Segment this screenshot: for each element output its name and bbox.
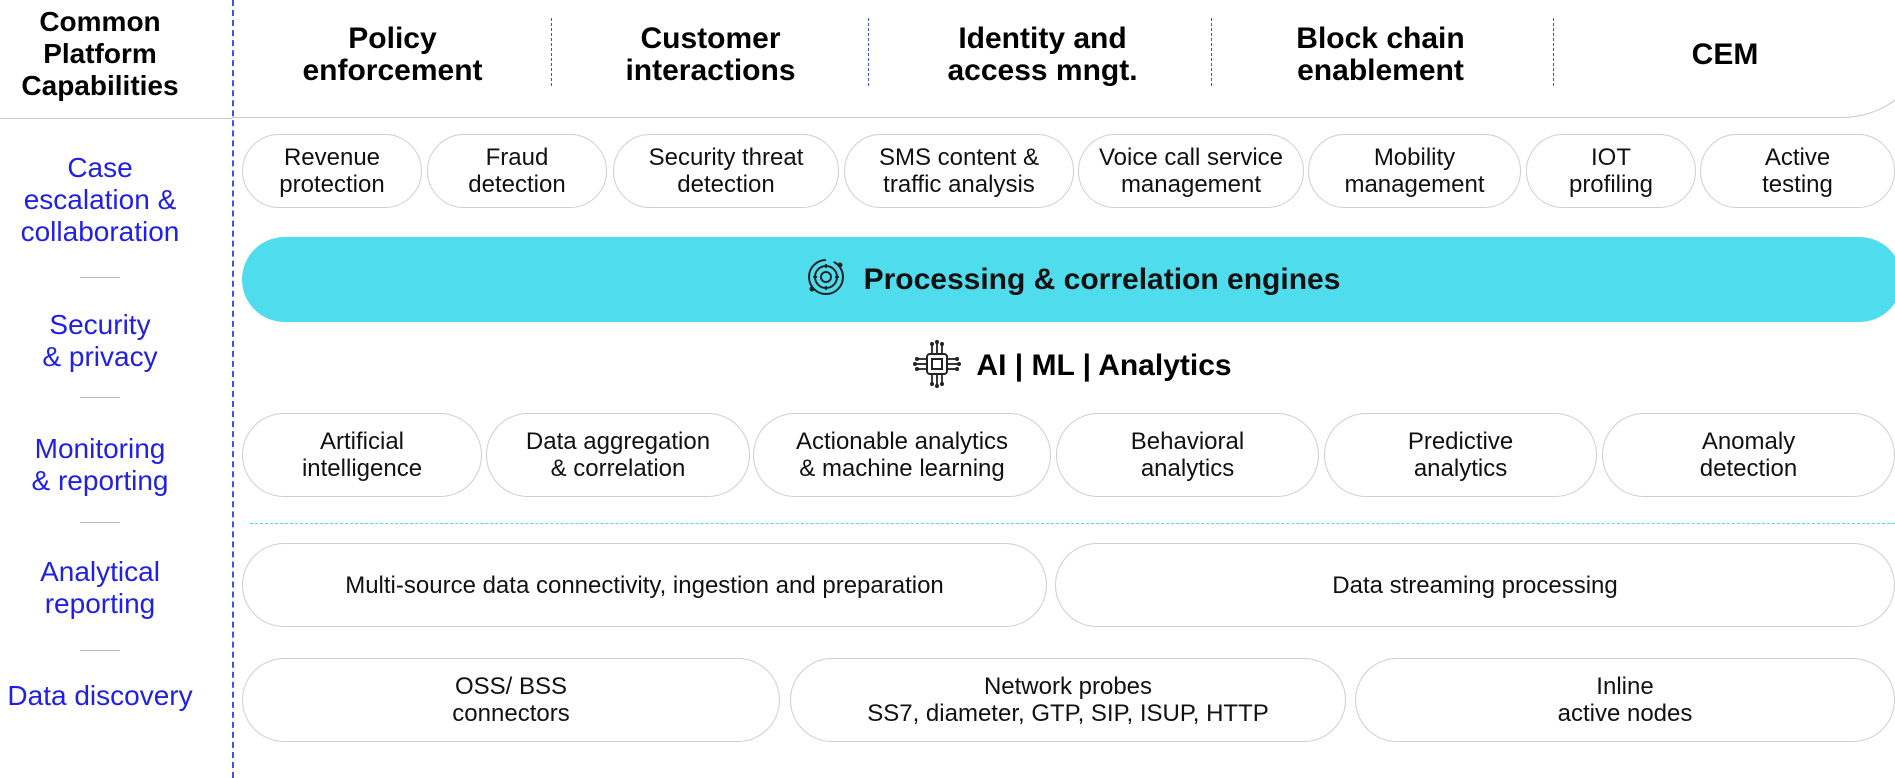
analytics-artificial-intelligence: Artificial intelligence (242, 413, 482, 497)
header-cem: CEM (1691, 38, 1759, 71)
header-identity-access: Identity and access mngt. (947, 22, 1138, 87)
header-separator (1211, 18, 1212, 86)
left-item-monitoring: Monitoring & reporting (31, 433, 169, 496)
left-item-separator (80, 277, 120, 278)
header-band (232, 0, 1895, 118)
analytics-behavioral: Behavioral analytics (1056, 413, 1319, 497)
use-case-active-testing: Active testing (1700, 134, 1895, 208)
use-case-revenue-protection: Revenue protection (242, 134, 422, 208)
left-item-separator (80, 522, 120, 523)
processing-engines-bar (242, 237, 1895, 322)
source-inline-active-nodes: Inline active nodes (1355, 658, 1895, 742)
left-item-data-discovery: Data discovery (7, 680, 193, 711)
section-divider (250, 523, 1895, 524)
processing-engines-label: Processing & correlation engines (863, 262, 1341, 296)
use-case-fraud-detection: Fraud detection (427, 134, 607, 208)
header-customer-interactions: Customer interactions (625, 22, 796, 87)
header-policy-enforcement: Policy enforcement (302, 22, 483, 87)
left-item-separator (80, 650, 120, 651)
left-item-security: Security & privacy (42, 309, 158, 372)
source-network-probes: Network probes SS7, diameter, GTP, SIP, … (790, 658, 1346, 742)
left-title-divider (0, 118, 232, 119)
header-block-chain: Block chain enablement (1296, 22, 1465, 87)
left-item-analytical-reporting: Analytical reporting (40, 556, 160, 619)
ai-ml-analytics-header: AI | ML | Analytics (242, 338, 1895, 394)
header-separator (1553, 18, 1554, 86)
left-column-divider (232, 0, 234, 778)
left-panel-title: Common Platform Capabilities (21, 6, 179, 101)
use-case-iot-profiling: IOT profiling (1526, 134, 1696, 208)
use-case-mobility: Mobility management (1308, 134, 1521, 208)
use-case-voice-call: Voice call service management (1078, 134, 1304, 208)
analytics-anomaly-detection: Anomaly detection (1602, 413, 1895, 497)
data-streaming-block: Data streaming processing (1055, 543, 1895, 627)
ai-ml-analytics-label: AI | ML | Analytics (976, 349, 1232, 382)
analytics-actionable-ml: Actionable analytics & machine learning (753, 413, 1051, 497)
header-separator (551, 18, 552, 86)
use-case-sms-content: SMS content & traffic analysis (844, 134, 1074, 208)
source-oss-bss: OSS/ BSS connectors (242, 658, 780, 742)
processing-engines-content: Processing & correlation engines (242, 237, 1895, 322)
left-item-case-escalation: Case escalation & collaboration (20, 152, 180, 247)
analytics-data-aggregation: Data aggregation & correlation (486, 413, 750, 497)
use-case-security-threat: Security threat detection (613, 134, 839, 208)
left-item-separator (80, 397, 120, 398)
header-separator (868, 18, 869, 86)
data-ingestion-block: Multi-source data connectivity, ingestio… (242, 543, 1047, 627)
gear-cycle-icon (804, 255, 848, 304)
analytics-predictive: Predictive analytics (1324, 413, 1597, 497)
chip-icon (912, 339, 962, 394)
